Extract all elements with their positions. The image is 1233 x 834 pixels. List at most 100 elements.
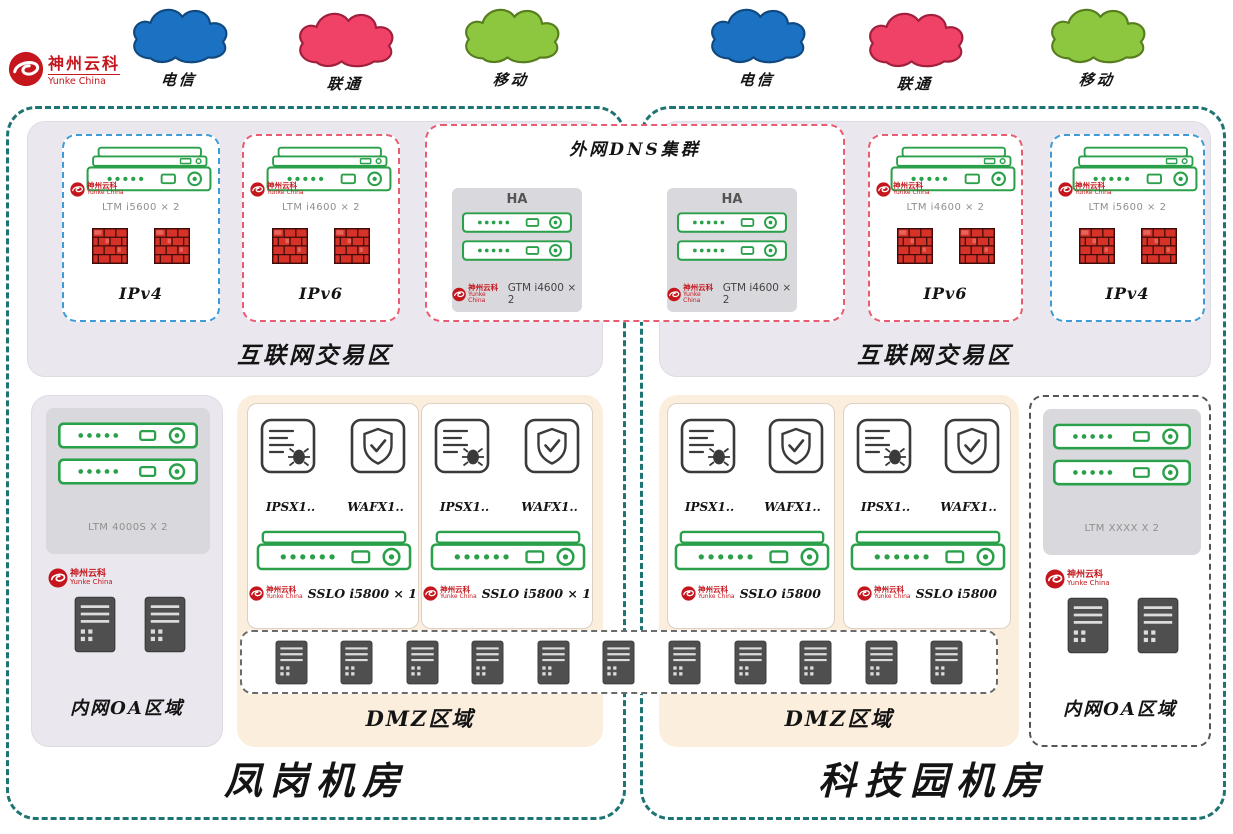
server-cabinet-icon (471, 640, 504, 685)
isp-label: 移动 (491, 71, 530, 89)
isp-cloud-telecom-right: 电信 (698, 4, 816, 90)
server-appliance-icon (677, 212, 787, 233)
server-appliance-icon (58, 458, 198, 485)
device-model-label: LTM i4600 × 2 (906, 202, 985, 213)
dmz-server-farm (240, 630, 998, 694)
brand-subtitle: Yunke China (440, 593, 477, 601)
device-model-label: LTM 4000S X 2 (88, 522, 168, 533)
yunke-logo-icon (423, 586, 438, 601)
cloud-icon (698, 4, 816, 66)
isp-cloud-mobile-right: 移动 (1038, 4, 1156, 90)
brand-name: 神州云科 (468, 282, 499, 292)
isp-cloud-unicom-left: 联通 (286, 8, 404, 94)
brand-subtitle: Yunke China (267, 189, 304, 197)
firewall-pair (64, 228, 218, 264)
oa-zone-label: 内网OA区域 (1063, 699, 1177, 720)
ips-tile-icon (260, 418, 316, 474)
cloud-icon (120, 4, 238, 66)
ips-label: IPSX1.. (860, 500, 911, 514)
server-cabinet-icon (144, 596, 186, 653)
ips-tile-icon (434, 418, 490, 474)
brand-subtitle: Yunke China (893, 189, 930, 197)
gtm-device-label: GTM i4600 × 2 (722, 282, 792, 306)
datacenter-name: 科技园机房 (817, 758, 1048, 803)
dmz-zone-label: DMZ区域 (784, 706, 894, 731)
server-cabinet-icon (1137, 597, 1179, 654)
isp-label: 电信 (159, 71, 198, 89)
yunke-logo-icon (70, 182, 85, 197)
oa-zone-label: 内网OA区域 (70, 698, 184, 719)
yunke-brand-logo: 神州云科 Yunke China (8, 50, 121, 87)
datacenter-name: 凤岗机房 (223, 758, 408, 803)
brand-subtitle: Yunke China (683, 290, 701, 304)
server-cabinet-icon (930, 640, 963, 685)
isp-label: 电信 (737, 71, 776, 89)
server-cabinet-icon (865, 640, 898, 685)
brand-name: 神州云科 (48, 54, 121, 73)
sslo-appliance-icon (430, 530, 586, 571)
waf-label: WAFX1.. (764, 500, 821, 514)
brand-name: 神州云科 (893, 181, 923, 191)
server-cabinet-icon (275, 640, 308, 685)
server-cabinet-icon (668, 640, 701, 685)
brand-subtitle: Yunke China (698, 593, 735, 601)
brand-name: 神州云科 (683, 282, 714, 292)
ips-tile-icon (680, 418, 736, 474)
brand-name: 神州云科 (1067, 569, 1104, 580)
ha-label: HA (721, 192, 743, 207)
yunke-logo-icon (8, 51, 44, 87)
waf-label: WAFX1.. (347, 500, 404, 514)
ipv6-label: IPv6 (299, 284, 343, 303)
server-appliance-icon (1053, 459, 1191, 486)
oa-device-box: LTM 4000S X 2 (46, 408, 210, 554)
yunke-logo-icon (1058, 182, 1073, 197)
brand-subtitle: Yunke China (1075, 189, 1112, 197)
cloud-icon (856, 8, 974, 70)
dmz-zone-label: DMZ区域 (365, 706, 475, 731)
ips-label: IPSX1.. (265, 500, 316, 514)
isp-label: 联通 (325, 75, 364, 93)
yunke-logo-icon (1045, 569, 1065, 589)
sslo-label: SSLO i5800 (915, 586, 997, 601)
device-model-label: LTM i5600 × 2 (102, 202, 180, 213)
brand-name: 神州云科 (440, 585, 471, 595)
sslo-label: SSLO i5800 (739, 586, 821, 601)
firewall-icon (1141, 228, 1177, 264)
waf-label: WAFX1.. (521, 500, 578, 514)
tile-labels: IPSX1.. WAFX1.. (248, 500, 418, 514)
firewall-pair (870, 228, 1021, 264)
server-cabinet-icon (406, 640, 439, 685)
internet-zone-label: 互联网交易区 (857, 342, 1013, 369)
brand-subtitle: Yunke China (266, 593, 303, 601)
brand-subtitle: Yunke China (87, 189, 124, 197)
yunke-logo-icon (857, 586, 872, 601)
yunke-logo-icon (249, 586, 264, 601)
ipv6-label: IPv6 (923, 284, 968, 303)
brand-subtitle: Yunke China (48, 74, 121, 87)
